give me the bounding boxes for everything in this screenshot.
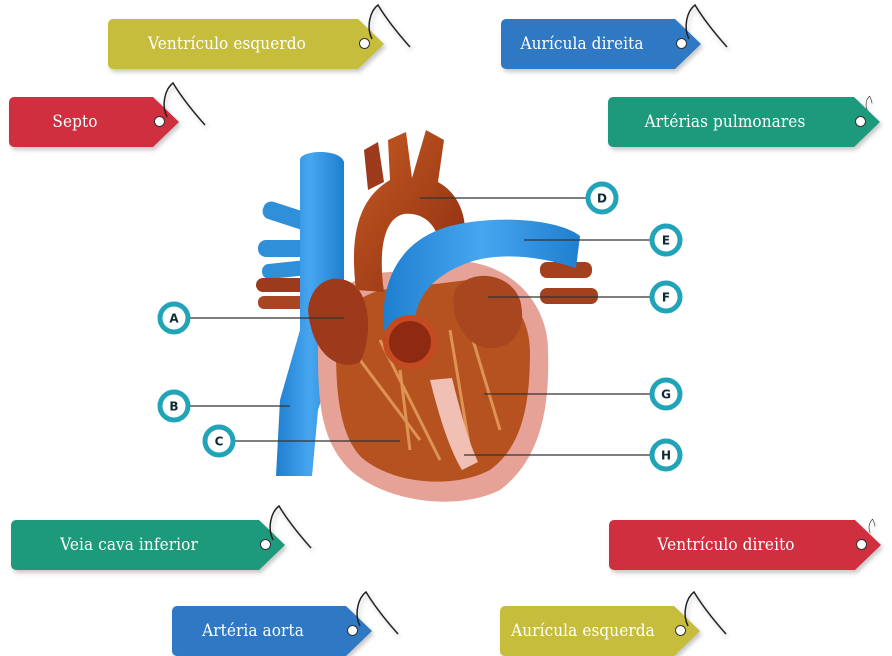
marker-letter: G bbox=[661, 388, 671, 402]
marker-d: D bbox=[588, 184, 616, 212]
pulmonary-vessels-red-right bbox=[540, 262, 598, 304]
marker-letter: C bbox=[215, 435, 224, 449]
marker-letter: H bbox=[661, 449, 671, 463]
marker-g: G bbox=[652, 380, 680, 408]
valve bbox=[386, 318, 434, 366]
marker-letter: A bbox=[169, 312, 179, 326]
marker-letter: E bbox=[662, 234, 670, 248]
marker-c: C bbox=[205, 427, 233, 455]
marker-e: E bbox=[652, 226, 680, 254]
marker-letter: D bbox=[597, 192, 607, 206]
marker-f: F bbox=[652, 283, 680, 311]
marker-letter: B bbox=[169, 400, 178, 414]
marker-letter: F bbox=[662, 291, 670, 305]
marker-h: H bbox=[652, 441, 680, 469]
marker-b: B bbox=[160, 392, 188, 420]
aorta-branch bbox=[364, 142, 384, 190]
marker-a: A bbox=[160, 304, 188, 332]
